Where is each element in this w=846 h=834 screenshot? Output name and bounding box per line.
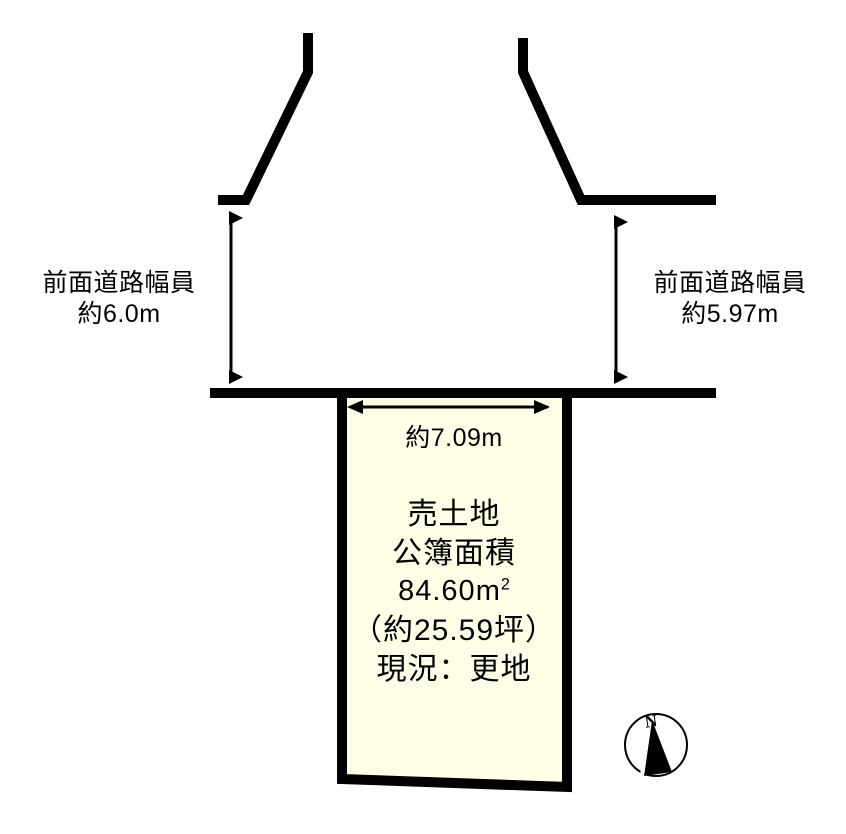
parcel-info-block: 売土地 公簿面積 84.60m2 （約25.59坪） 現況：更地 [348,495,560,689]
parcel-area-unit: m [475,575,501,607]
parcel-status: 現況：更地 [376,652,532,686]
left-road-width-value: 約6.0m [77,299,161,328]
right-road-width-title: 前面道路幅員 [653,269,807,297]
left-road-boundary-line [218,33,313,205]
left-road-width-label: 前面道路幅員 約6.0m [14,268,224,329]
right-road-width-label: 前面道路幅員 約5.97m [625,268,835,329]
left-road-width-title: 前面道路幅員 [42,269,196,297]
right-road-boundary-line [518,38,716,205]
parcel-area-value: 84.60m2 [348,573,560,611]
parcel-title: 売土地 [407,498,501,531]
parcel-frontage-label: 約7.09m [405,424,503,452]
parcel-area-unit-superscript: 2 [500,575,510,594]
parcel-area-label: 公簿面積 [392,537,516,570]
compass-north-label: N [643,711,659,732]
compass-north-arrow-icon [624,713,688,777]
parcel-area-sqm: 84.60 [398,575,476,607]
parcel-area-tsubo: （約25.59坪） [351,613,557,647]
right-road-width-value: 約5.97m [681,299,779,328]
